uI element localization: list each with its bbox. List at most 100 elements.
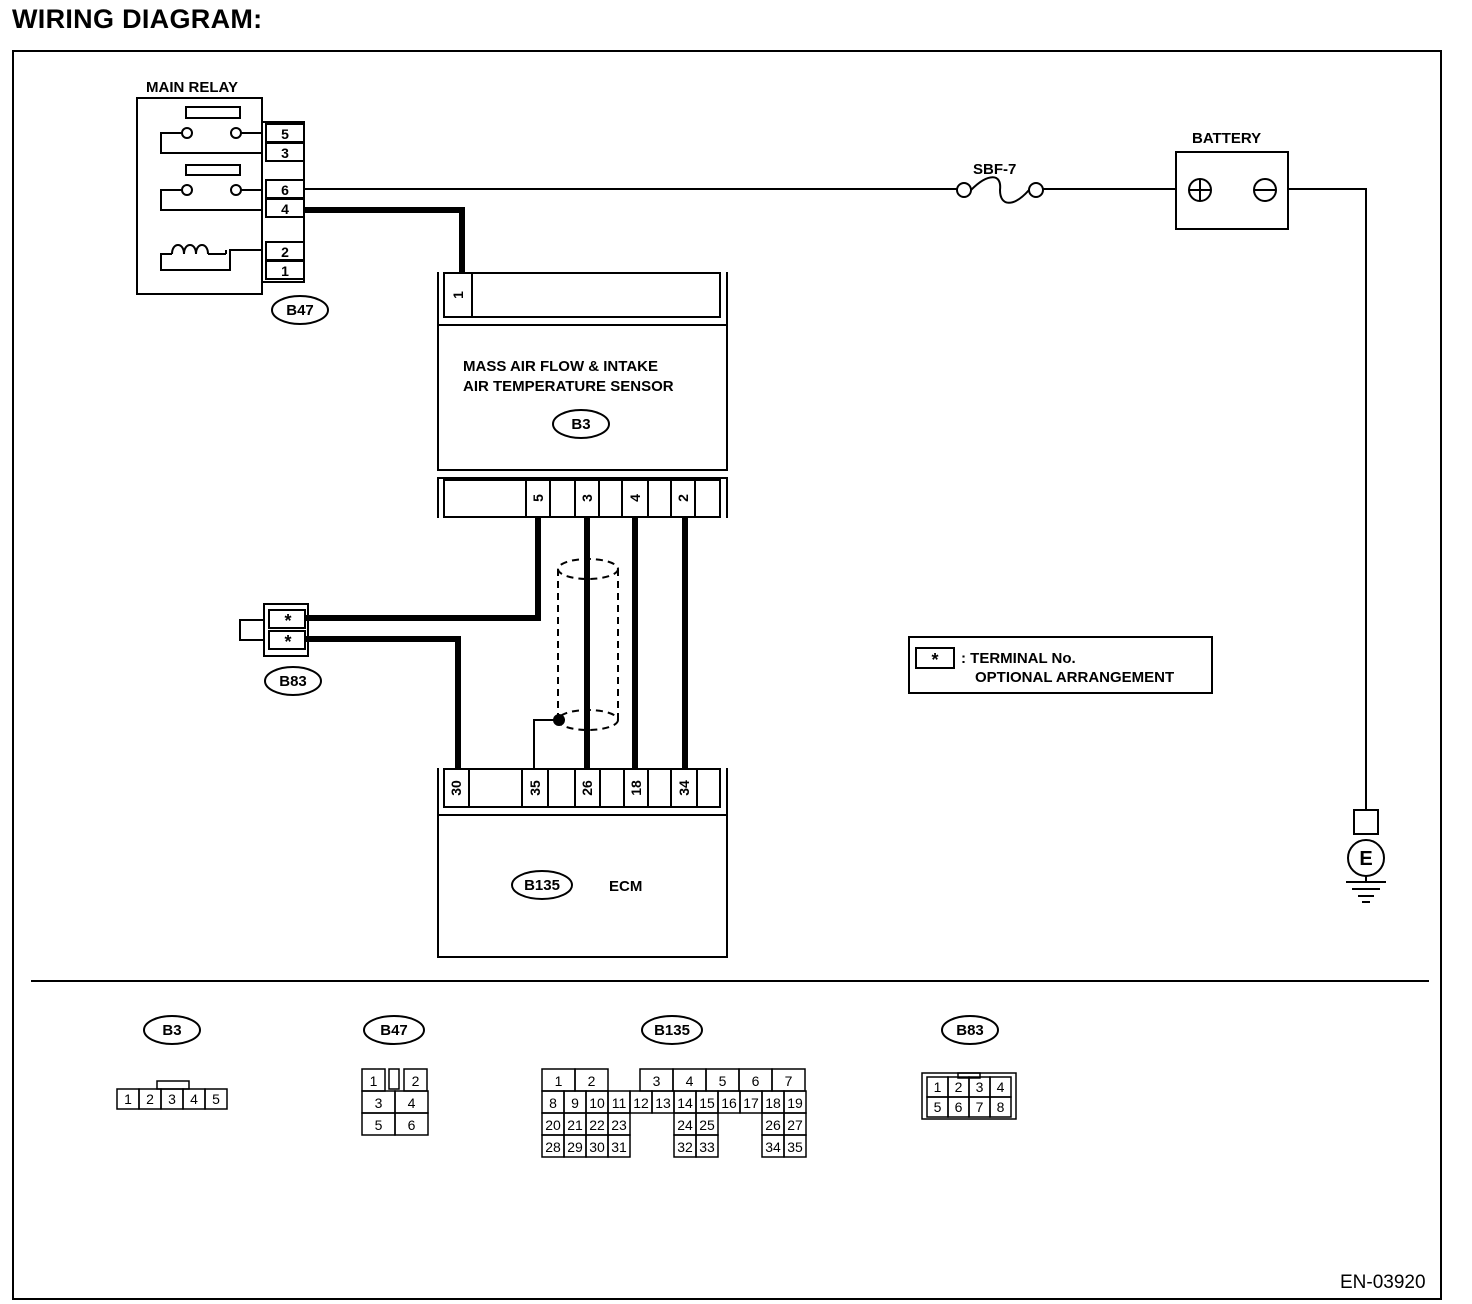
ecm-pin-34: 34 <box>676 780 692 796</box>
view-b3-label: B3 <box>162 1022 181 1039</box>
view-b47-pin-6: 6 <box>408 1117 416 1133</box>
view-b135-pin-4: 4 <box>686 1073 694 1089</box>
b135-connector-label: B135 <box>524 877 560 894</box>
view-b135-pin-11: 11 <box>612 1095 627 1111</box>
view-b135-label: B135 <box>654 1022 690 1039</box>
view-b135-pin-14: 14 <box>677 1095 693 1111</box>
view-b135-pin-34: 34 <box>765 1139 781 1155</box>
ecm-pin-30: 30 <box>448 780 464 796</box>
view-b135-pin-19: 19 <box>787 1095 803 1111</box>
legend: * : TERMINAL No. OPTIONAL ARRANGEMENT <box>908 636 1213 694</box>
view-b135-pin-35: 35 <box>787 1139 803 1155</box>
relay-pin-5: 5 <box>281 126 289 142</box>
view-b135-pin-30: 30 <box>589 1139 605 1155</box>
view-b83-label: B83 <box>956 1022 984 1039</box>
wires <box>304 188 1367 810</box>
doc-code: EN-03920 <box>1340 1272 1426 1293</box>
main-relay-label: MAIN RELAY <box>146 79 238 96</box>
relay-pin-6: 6 <box>281 182 289 198</box>
view-b135-pin-15: 15 <box>699 1095 715 1111</box>
wire-relay4-maf1 <box>304 207 465 273</box>
main-relay: MAIN RELAY 5 3 6 4 <box>136 79 329 325</box>
view-b135-pin-25: 25 <box>699 1117 715 1133</box>
view-b135-pin-29: 29 <box>567 1139 583 1155</box>
maf-sensor: 1 MASS AIR FLOW & INTAKE AIR TEMPERATURE… <box>437 272 728 518</box>
b47-connector-badge <box>271 295 329 325</box>
page-title: WIRING DIAGRAM: <box>12 4 263 34</box>
view-b3-pin-5: 5 <box>212 1091 220 1107</box>
view-b3-pin-1: 1 <box>124 1091 132 1107</box>
maf-label-line1: MASS AIR FLOW & INTAKE <box>463 358 658 375</box>
wire-shield-ecm35 <box>533 719 559 769</box>
view-b135-pin-20: 20 <box>545 1117 561 1133</box>
maf-pin-5: 5 <box>530 494 546 502</box>
view-b47-label: B47 <box>380 1022 408 1039</box>
view-b135-pin-22: 22 <box>589 1117 605 1133</box>
view-b135-pin-31: 31 <box>611 1139 627 1155</box>
maf-pin-3: 3 <box>579 494 595 502</box>
ecm-pin-18: 18 <box>628 780 644 796</box>
diagram-frame <box>12 50 1442 1300</box>
view-b83-pin-8: 8 <box>997 1099 1005 1115</box>
view-b83-pin-7: 7 <box>976 1099 984 1115</box>
view-b135-pin-9: 9 <box>571 1095 579 1111</box>
view-b83-pin-3: 3 <box>976 1079 984 1095</box>
b83-connector-badge <box>264 666 322 696</box>
ecm-pin-35: 35 <box>527 780 543 796</box>
view-b3-badge <box>143 1015 201 1045</box>
b83-connector: * * B83 <box>239 603 322 696</box>
legend-symbol: * <box>931 650 938 670</box>
view-b135-pin-27: 27 <box>787 1117 803 1133</box>
view-b83-pin-4: 4 <box>997 1079 1005 1095</box>
view-b135-pin-28: 28 <box>545 1139 561 1155</box>
ground-label: E <box>1359 848 1372 870</box>
wire-battery-ground <box>1288 188 1367 810</box>
b83-pin-b: * <box>284 632 291 652</box>
view-b135-pin-3: 3 <box>653 1073 661 1089</box>
wire-maf5-b83 <box>305 517 541 621</box>
view-b135-pin-32: 32 <box>677 1139 693 1155</box>
maf-label-line2: AIR TEMPERATURE SENSOR <box>463 378 674 395</box>
battery-label: BATTERY <box>1192 130 1261 147</box>
view-b135-pin-13: 13 <box>655 1095 671 1111</box>
b3-connector-label: B3 <box>571 416 590 433</box>
view-b135-pin-33-cell <box>695 1134 719 1158</box>
view-b3-pin-3: 3 <box>168 1091 176 1107</box>
view-b135-pin-33: 33 <box>699 1139 715 1155</box>
battery: BATTERY <box>1175 130 1289 230</box>
relay-pin-4: 4 <box>281 201 289 217</box>
view-b3-pin-2: 2 <box>146 1091 154 1107</box>
view-b83-pin-5: 5 <box>934 1099 942 1115</box>
view-b3-pin-5-cell <box>204 1088 228 1110</box>
view-b47-pin-6-cell <box>394 1112 429 1136</box>
b83-connector-label: B83 <box>279 673 307 690</box>
view-b83-badge <box>941 1015 999 1045</box>
fuse-sbf7: SBF-7 <box>956 161 1044 204</box>
view-b135-pin-23: 23 <box>611 1117 627 1133</box>
view-b135-pin-21: 21 <box>567 1117 583 1133</box>
view-b47-pin-4: 4 <box>408 1095 416 1111</box>
view-b83-pin-6: 6 <box>955 1099 963 1115</box>
shield-junction-dot <box>553 714 565 726</box>
view-b47-pin-1: 1 <box>370 1073 378 1089</box>
b83-pin-a: * <box>284 611 291 631</box>
view-b47-badge <box>363 1015 425 1045</box>
view-b135-pin-24: 24 <box>677 1117 693 1133</box>
view-b135-pin-2: 2 <box>588 1073 596 1089</box>
fuse-label: SBF-7 <box>973 161 1016 178</box>
view-b135-pin-31-cell <box>607 1134 631 1158</box>
relay-pin-2: 2 <box>281 244 289 260</box>
relay-pin-3: 3 <box>281 145 289 161</box>
wire-b83-ecm30 <box>305 636 461 769</box>
view-b47-pin-2: 2 <box>412 1073 420 1089</box>
maf-pin-1: 1 <box>450 291 466 299</box>
view-b135-pin-8: 8 <box>549 1095 557 1111</box>
view-b135-pin-10: 10 <box>589 1095 605 1111</box>
legend-line2: OPTIONAL ARRANGEMENT <box>975 669 1174 686</box>
maf-pin-2: 2 <box>675 494 691 502</box>
view-b135-pin-26: 26 <box>765 1117 781 1133</box>
view-b135-pin-18: 18 <box>765 1095 781 1111</box>
view-b135-pin-5: 5 <box>719 1073 727 1089</box>
